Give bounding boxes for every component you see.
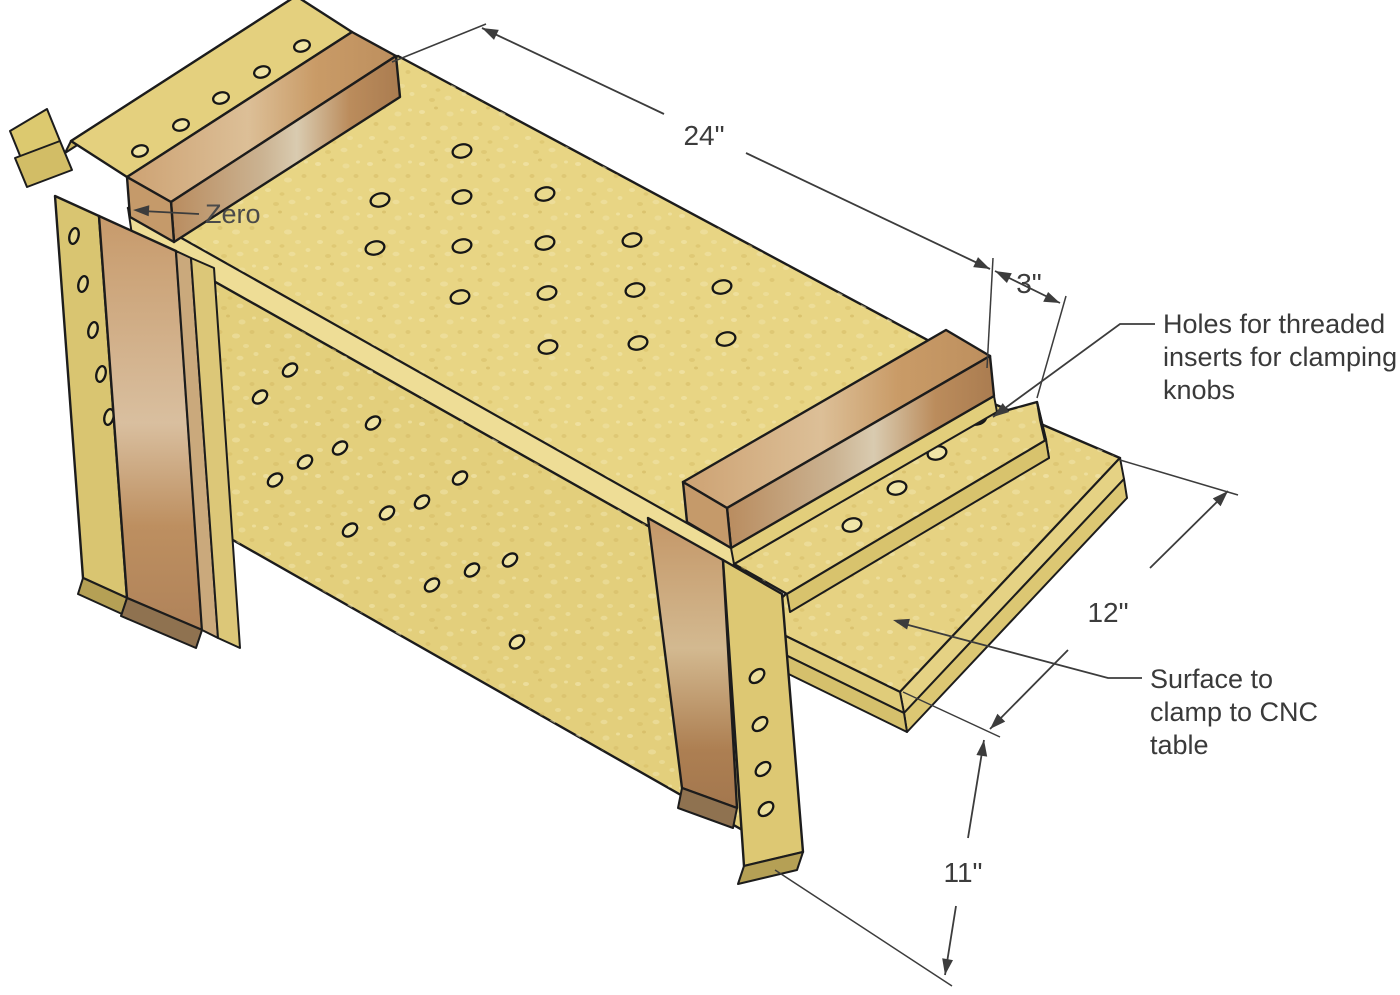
base-top-texture (757, 400, 1120, 692)
zero-leader (141, 210, 200, 215)
dim-11: 11" (774, 739, 988, 987)
right-strip-holes (748, 667, 775, 818)
right-cleat-bar (681, 328, 996, 550)
left-base-tip-end (14, 140, 73, 188)
dim-3-label: 3" (1016, 268, 1042, 299)
dim-12-arrow-top (1212, 491, 1228, 507)
holes-note-line1: Holes for threaded (1163, 309, 1385, 339)
apron-insert-holes (251, 362, 526, 650)
left-clamp-wing (9, 0, 354, 188)
dim-12-ext-bottom (902, 691, 1001, 738)
zero-callout: Zero (133, 199, 261, 229)
dim-11-ext-bottom (774, 869, 953, 987)
deck-insert-holes (364, 143, 737, 355)
left-cleat-end-face (125, 175, 176, 244)
dim-24-ext-left (391, 23, 487, 63)
holes-note-arrow (993, 403, 1010, 417)
dim-11-arrow-top (976, 740, 988, 757)
dim-24-arrow-right (973, 257, 990, 269)
dim-12-ext-top (1119, 459, 1239, 496)
dim-24-arrow-left (482, 28, 499, 40)
left-vertical-cleat-bottom (120, 597, 203, 649)
dim-3-arrow-right (1043, 292, 1060, 303)
holes-note-line2: inserts for clamping (1163, 342, 1397, 372)
dim-12: 12" (902, 459, 1239, 738)
dim-24-ext-right (986, 257, 994, 369)
dim-11-label: 11" (943, 857, 982, 888)
dim-24-label: 24" (683, 120, 724, 151)
right-clamp-wing (732, 400, 1050, 613)
surface-note-arrow (893, 618, 910, 630)
dim-3: 3" (994, 268, 1067, 399)
left-wing-insert-holes (131, 39, 311, 158)
right-base-wing (755, 398, 1128, 733)
holes-note: Holes for threaded inserts for clamping … (992, 309, 1397, 418)
surface-note-line1: Surface to (1150, 664, 1273, 694)
dim-12-arrow-bottom (990, 713, 1006, 729)
left-vertical-stack (53, 194, 241, 649)
left-strip-edge-holes (68, 227, 115, 426)
right-end-strip-bottom (737, 851, 804, 885)
dim-12-label: 12" (1087, 597, 1128, 628)
right-wing-texture (734, 402, 1046, 594)
surface-note-leader (896, 621, 1142, 679)
apron-texture (132, 235, 774, 848)
holes-note-leader (992, 323, 1155, 418)
zero-label: Zero (205, 199, 261, 229)
dim-24: 24" (391, 23, 994, 369)
right-vertical-stack (646, 516, 805, 885)
left-yellow-sliver (190, 257, 241, 649)
surface-note-line2: clamp to CNC (1150, 697, 1318, 727)
right-vertical-cleat-bottom (677, 787, 738, 829)
surface-note-line3: table (1150, 730, 1209, 760)
left-cleat-bar (125, 30, 402, 244)
surface-note: Surface to clamp to CNC table (893, 618, 1318, 760)
zero-arrow (133, 205, 150, 217)
dim-3-arrow-left (995, 271, 1012, 283)
right-cleat-end-face (681, 480, 733, 550)
holes-note-line3: knobs (1163, 375, 1235, 405)
right-wing-edge-band (786, 439, 1050, 613)
dim-11-arrow-bottom (942, 958, 953, 975)
front-apron (130, 233, 776, 850)
annotations: 24" 3" 12" 11" (133, 23, 1397, 987)
